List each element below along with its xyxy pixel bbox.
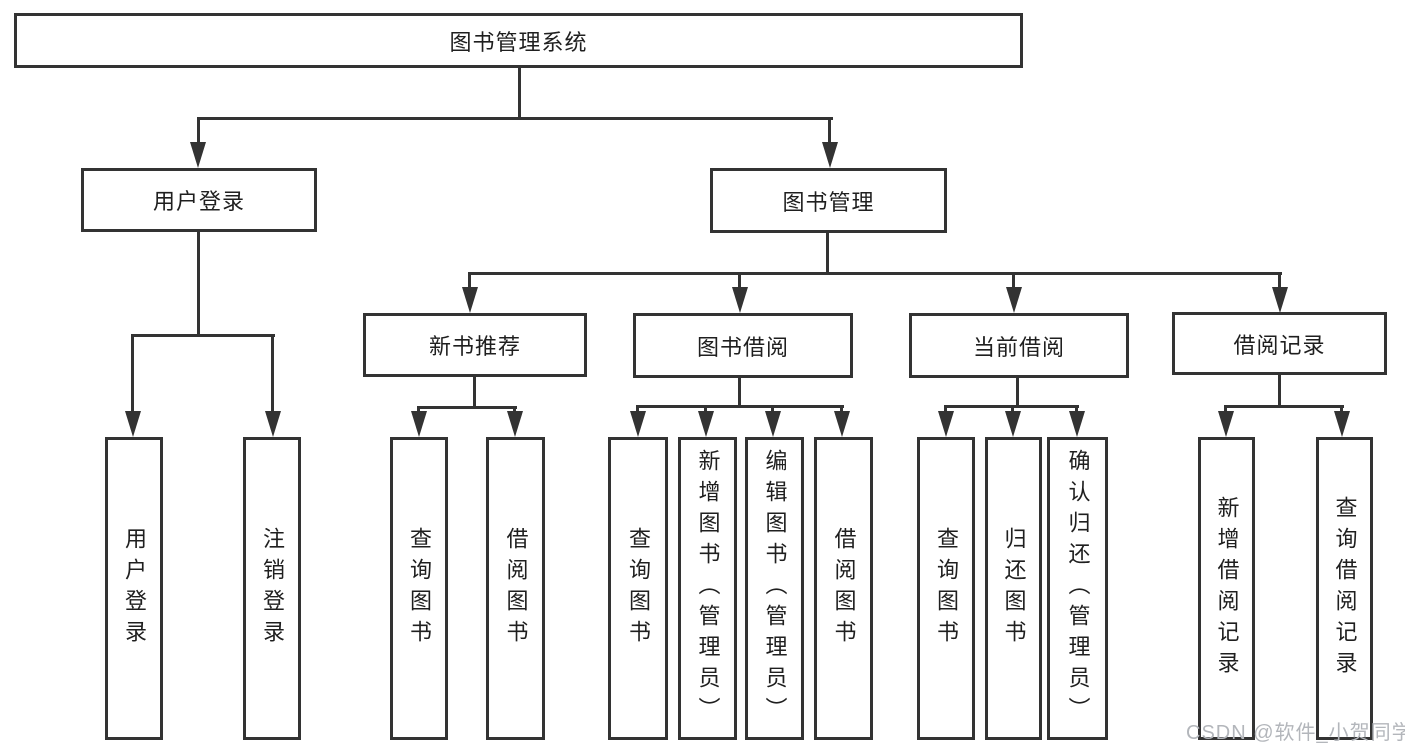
connector-line <box>1278 374 1281 407</box>
connector-line <box>738 377 741 407</box>
leaf-add-book-admin: 新增图书（管理员） <box>678 437 737 740</box>
connector-line <box>131 334 275 337</box>
leaf-query-books-current: 查询图书 <box>917 437 975 740</box>
connector-line <box>1278 272 1281 290</box>
arrow-down-icon <box>265 411 281 437</box>
connector-line <box>738 272 741 290</box>
node-library-system: 图书管理系统 <box>14 13 1023 68</box>
arrow-down-icon <box>1069 411 1085 437</box>
connector-line <box>826 233 829 274</box>
leaf-borrow-books-recommend: 借阅图书 <box>486 437 545 740</box>
arrow-down-icon <box>125 411 141 437</box>
arrow-down-icon <box>1218 411 1234 437</box>
connector-line <box>944 405 947 414</box>
connector-line <box>1012 272 1015 290</box>
arrow-down-icon <box>1005 411 1021 437</box>
connector-line <box>197 117 833 120</box>
connector-line <box>704 405 707 414</box>
connector-line <box>1011 405 1014 414</box>
leaf-return-book: 归还图书 <box>985 437 1042 740</box>
arrow-down-icon <box>1006 287 1022 313</box>
arrow-down-icon <box>630 411 646 437</box>
connector-line <box>468 272 471 290</box>
connector-line <box>131 334 134 414</box>
connector-line <box>417 406 517 409</box>
arrow-down-icon <box>834 411 850 437</box>
node-borrow-records: 借阅记录 <box>1172 312 1387 375</box>
arrow-down-icon <box>765 411 781 437</box>
connector-line <box>513 406 516 415</box>
connector-line <box>473 377 476 408</box>
leaf-borrow-books: 借阅图书 <box>814 437 873 740</box>
node-book-borrow: 图书借阅 <box>633 313 853 378</box>
arrow-down-icon <box>1334 411 1350 437</box>
connector-line <box>771 405 774 414</box>
node-user-login: 用户登录 <box>81 168 317 232</box>
connector-line <box>840 405 843 414</box>
leaf-confirm-return-admin: 确认归还（管理员） <box>1047 437 1108 740</box>
connector-line <box>1340 405 1343 414</box>
connector-line <box>1224 405 1227 414</box>
leaf-query-books-recommend: 查询图书 <box>390 437 448 740</box>
connector-line <box>1224 405 1344 408</box>
connector-line <box>518 68 521 118</box>
arrow-down-icon <box>411 411 427 437</box>
leaf-edit-book-admin: 编辑图书（管理员） <box>745 437 804 740</box>
connector-line <box>468 272 1282 275</box>
arrow-down-icon <box>698 411 714 437</box>
connector-line <box>197 232 200 336</box>
node-book-management: 图书管理 <box>710 168 947 233</box>
arrow-down-icon <box>507 411 523 437</box>
arrow-down-icon <box>822 142 838 168</box>
csdn-watermark: CSDN @软件_小贺同学 <box>1186 722 1405 744</box>
connector-line <box>197 117 200 147</box>
leaf-query-borrow-record: 查询借阅记录 <box>1316 437 1373 740</box>
leaf-logout: 注销登录 <box>243 437 301 740</box>
connector-line <box>828 117 831 147</box>
node-new-book-recommend: 新书推荐 <box>363 313 587 377</box>
arrow-down-icon <box>1272 287 1288 313</box>
connector-line <box>417 406 420 415</box>
leaf-query-books-borrow: 查询图书 <box>608 437 668 740</box>
connector-line <box>636 405 844 408</box>
arrow-down-icon <box>938 411 954 437</box>
connector-line <box>1075 405 1078 414</box>
connector-line <box>271 334 274 414</box>
arrow-down-icon <box>190 142 206 168</box>
arrow-down-icon <box>462 287 478 313</box>
node-current-borrow: 当前借阅 <box>909 313 1129 378</box>
connector-line <box>1016 377 1019 407</box>
connector-line <box>636 405 639 414</box>
leaf-user-login: 用户登录 <box>105 437 163 740</box>
arrow-down-icon <box>732 287 748 313</box>
leaf-add-borrow-record: 新增借阅记录 <box>1198 437 1255 740</box>
